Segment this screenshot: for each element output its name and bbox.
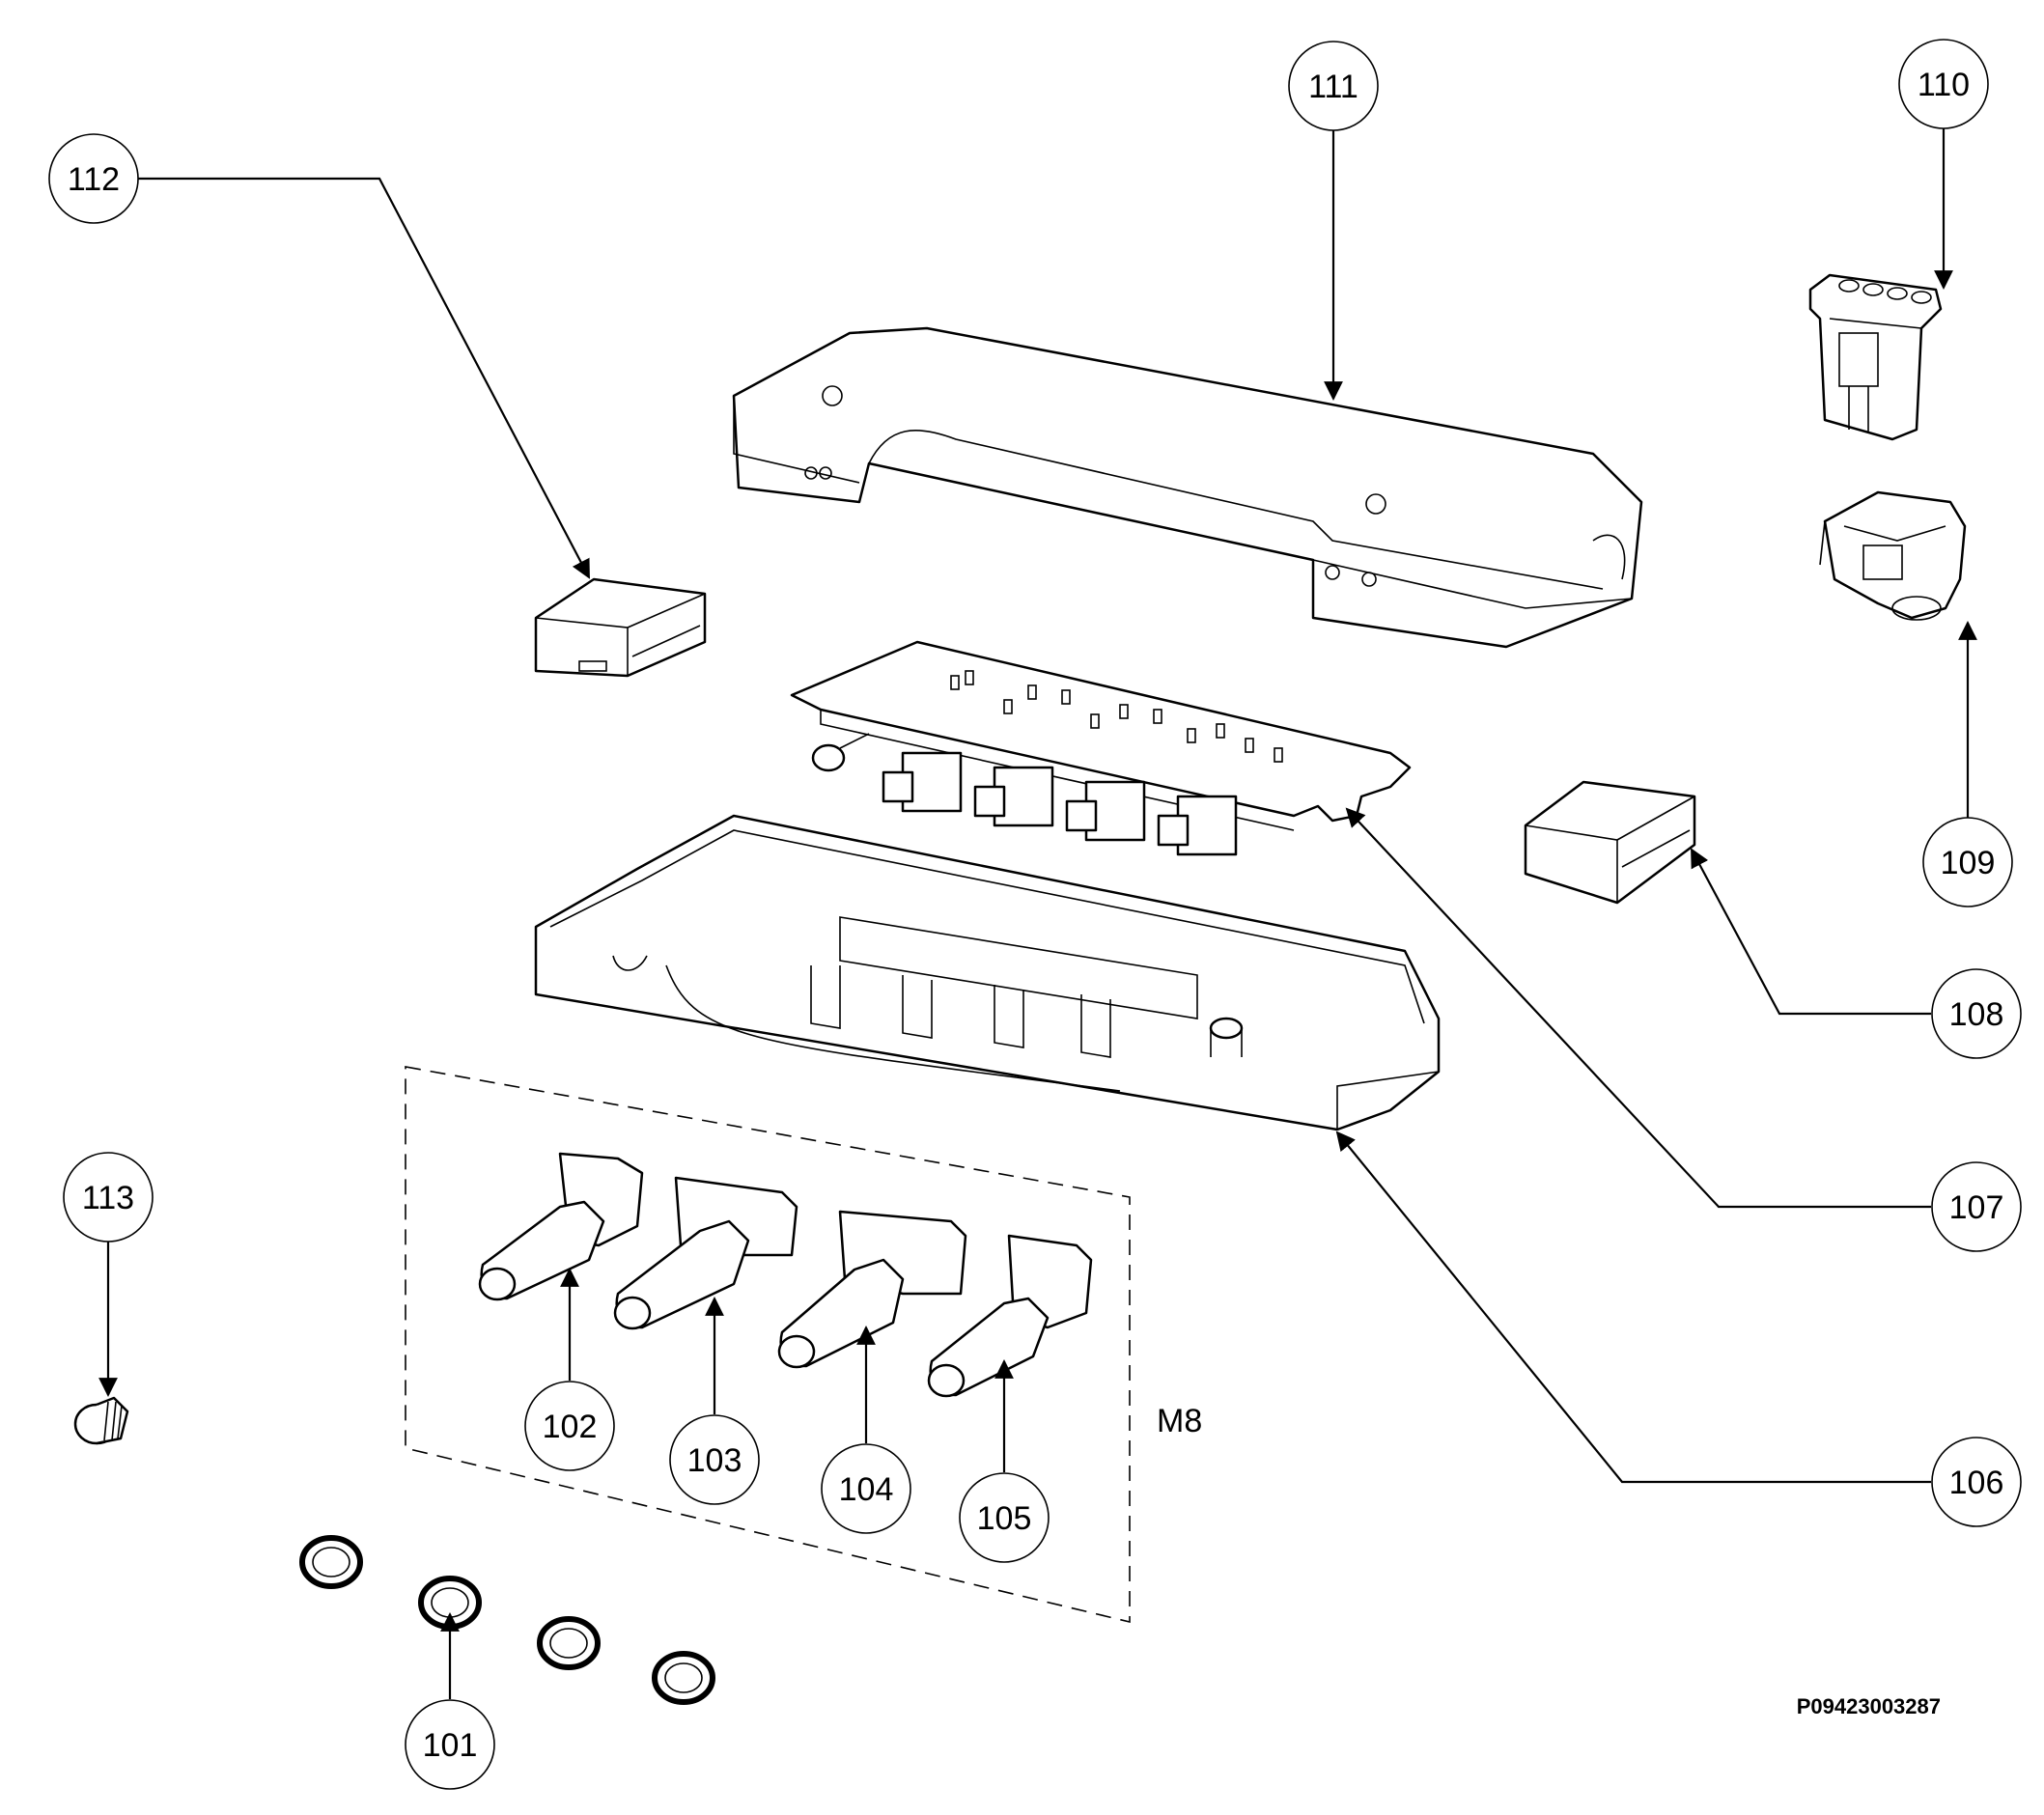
part-111-top-cover <box>732 326 1643 649</box>
callout-111-label: 111 <box>1308 69 1358 105</box>
part-106-housing <box>534 814 1441 1131</box>
pcb-switch-1 <box>882 751 963 813</box>
ring-1 <box>299 1535 363 1589</box>
callout-104: 104 <box>821 1443 911 1534</box>
pcb-switch-4 <box>1157 795 1238 856</box>
leader-108 <box>1691 848 1931 1016</box>
callout-105-label: 105 <box>977 1500 1032 1537</box>
callout-111: 111 <box>1288 41 1379 131</box>
callout-113-label: 113 <box>82 1180 134 1216</box>
callout-109: 109 <box>1922 817 2013 908</box>
callout-105: 105 <box>959 1472 1050 1563</box>
part-108-block <box>1524 780 1696 905</box>
callout-112-label: 112 <box>68 161 120 198</box>
part-110-connector <box>1808 273 1943 441</box>
drawing-number: P09423003287 <box>1797 1694 1941 1718</box>
assembly-label: M8 <box>1157 1403 1202 1439</box>
callout-108: 108 <box>1931 968 2022 1059</box>
m8-group-outline <box>405 1066 1131 1624</box>
part-107-pcb <box>790 640 1412 856</box>
leader-112 <box>135 177 590 579</box>
callout-103-label: 103 <box>687 1442 742 1479</box>
callout-101: 101 <box>405 1699 495 1790</box>
part-113-plug <box>73 1396 129 1445</box>
leader-lines <box>98 126 1977 1699</box>
leader-106 <box>1335 1131 1931 1484</box>
leader-107 <box>1345 807 1931 1209</box>
callout-108-label: 108 <box>1949 996 2004 1033</box>
callout-110: 110 <box>1898 39 1989 129</box>
part-102-knob <box>478 1152 644 1301</box>
callout-106-label: 106 <box>1949 1465 2004 1501</box>
pcb-switch-2 <box>973 766 1054 827</box>
ring-3 <box>537 1616 601 1670</box>
callout-103: 103 <box>669 1414 760 1505</box>
pcb-switch-3 <box>1065 780 1146 842</box>
callout-104-label: 104 <box>839 1471 894 1508</box>
part-105-knob <box>927 1234 1093 1398</box>
callout-101-label: 101 <box>423 1727 478 1764</box>
pcb-components <box>950 670 1283 763</box>
part-109-bracket <box>1819 490 1967 621</box>
callout-bubbles: 101 102 103 104 105 106 107 108 <box>48 39 2022 1790</box>
part-104-knob <box>777 1210 967 1369</box>
callout-113: 113 <box>63 1152 154 1243</box>
part-103-knob <box>613 1176 798 1330</box>
callout-102: 102 <box>524 1381 615 1471</box>
callout-107: 107 <box>1931 1161 2022 1252</box>
part-101-rings <box>299 1535 715 1705</box>
callout-112: 112 <box>48 133 139 224</box>
callout-109-label: 109 <box>1941 845 1996 881</box>
part-112-block <box>534 577 707 678</box>
ring-4 <box>652 1651 715 1705</box>
callout-110-label: 110 <box>1918 67 1970 103</box>
callout-102-label: 102 <box>543 1409 598 1445</box>
callout-107-label: 107 <box>1949 1189 2004 1226</box>
callout-106: 106 <box>1931 1437 2022 1527</box>
